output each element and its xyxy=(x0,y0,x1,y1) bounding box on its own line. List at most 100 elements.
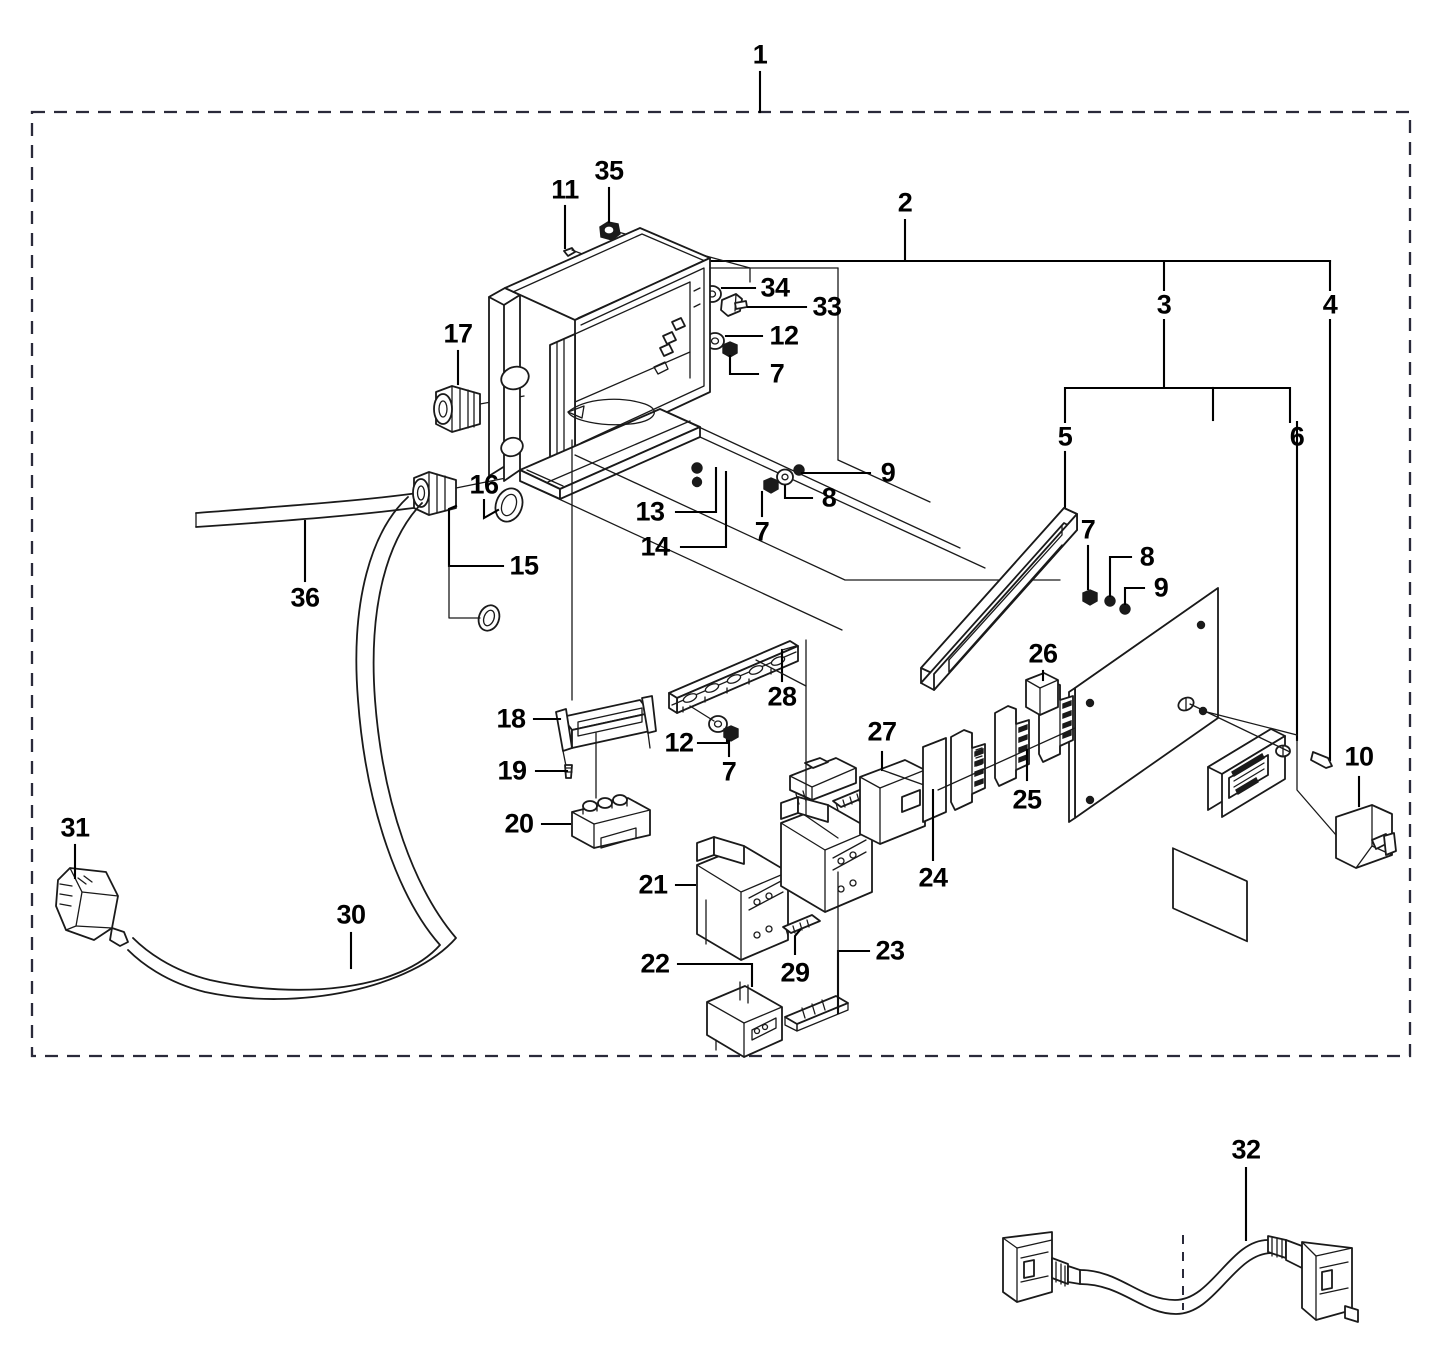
part-10-connector xyxy=(1335,804,1397,869)
assembly-boundary xyxy=(30,110,1412,1058)
part-17-gland-upper xyxy=(433,385,481,433)
callout-12-a: 12 xyxy=(769,320,799,351)
callout-11: 11 xyxy=(551,174,579,205)
callout-14: 14 xyxy=(640,531,670,562)
callout-21: 21 xyxy=(638,869,668,900)
callout-7-d: 7 xyxy=(721,756,737,787)
callout-35: 35 xyxy=(594,155,624,186)
part-15-ring xyxy=(477,604,501,632)
callout-6: 6 xyxy=(1289,421,1305,452)
callout-10: 10 xyxy=(1344,741,1374,772)
callout-9-a: 9 xyxy=(880,457,896,488)
part-7-nut-d xyxy=(723,725,739,742)
callout-2: 2 xyxy=(897,187,913,218)
callout-26: 26 xyxy=(1028,638,1058,669)
callout-8-a: 8 xyxy=(821,482,837,513)
part-7-nut-c xyxy=(1082,589,1098,606)
part-18-terminal-cover xyxy=(555,695,657,767)
callout-34: 34 xyxy=(760,272,790,303)
callout-7-b: 7 xyxy=(754,516,770,547)
callout-23: 23 xyxy=(875,935,905,966)
part-8-washer-b xyxy=(1104,595,1116,607)
part-31-plug xyxy=(55,867,129,947)
part-5-gasket-frame xyxy=(920,507,1078,691)
leader-8b xyxy=(1108,555,1133,598)
callout-32: 32 xyxy=(1231,1134,1261,1165)
part-10-pin xyxy=(1310,751,1333,769)
projection-line-d xyxy=(699,436,986,569)
leader-2 xyxy=(606,218,1332,263)
part-28-din-rail xyxy=(668,640,799,714)
part-9-lockwasher-b xyxy=(1119,603,1131,615)
callout-12-b: 12 xyxy=(664,727,694,758)
callout-17: 17 xyxy=(443,318,473,349)
callout-25: 25 xyxy=(1012,784,1042,815)
callout-20: 20 xyxy=(504,808,534,839)
leader-12b xyxy=(696,728,729,745)
leader-8a xyxy=(783,484,814,500)
callout-15: 15 xyxy=(509,550,539,581)
callout-31: 31 xyxy=(60,812,90,843)
callout-7-a: 7 xyxy=(769,358,785,389)
bracket-3-sub xyxy=(1063,386,1292,424)
callout-16: 16 xyxy=(469,469,499,500)
callout-29: 29 xyxy=(780,957,810,988)
part-6-mounting-plate xyxy=(1068,587,1219,823)
callout-27: 27 xyxy=(867,716,897,747)
terminal-alignment-axis xyxy=(937,727,1076,791)
callout-13: 13 xyxy=(635,496,665,527)
part-21-contactor xyxy=(696,836,789,961)
projection-line-f xyxy=(837,459,931,503)
leader-17-lower-to-body xyxy=(455,477,507,489)
part-35-capnut xyxy=(599,221,621,241)
part-22-aux-block xyxy=(706,981,783,1058)
callout-5: 5 xyxy=(1057,421,1073,452)
callout-22: 22 xyxy=(640,948,670,979)
leader-9b xyxy=(1123,586,1146,606)
part-7-nut-b xyxy=(763,477,779,494)
callout-33: 33 xyxy=(812,291,842,322)
callout-36: 36 xyxy=(290,582,320,613)
callout-7-c: 7 xyxy=(1080,514,1096,545)
part-32-assembly xyxy=(1002,1231,1359,1323)
part-7-nut-a xyxy=(722,341,738,358)
leader-15 xyxy=(447,504,505,568)
part-17-gland-lower xyxy=(412,471,457,516)
callout-24: 24 xyxy=(918,862,948,893)
part-19-screw xyxy=(564,764,573,779)
part-24-end-plate xyxy=(922,737,947,823)
leader-7a xyxy=(728,354,760,376)
part-30-cable-inner xyxy=(127,502,457,1000)
part-16-ring xyxy=(494,487,524,523)
faceplate-strip xyxy=(1172,728,1291,943)
faceplate-link-2 xyxy=(1202,710,1298,736)
projection-line-a xyxy=(574,454,1061,581)
callout-9-b: 9 xyxy=(1153,572,1169,603)
leader-13 xyxy=(674,466,718,514)
part-20-terminal-block xyxy=(571,794,651,849)
leader-29 xyxy=(793,928,802,956)
part-33-bolt xyxy=(720,293,748,317)
part-8-washer-a xyxy=(776,468,794,486)
part-23-module xyxy=(780,796,873,913)
part-36-cable-inner xyxy=(195,505,429,528)
callout-1: 1 xyxy=(752,39,768,70)
projection-line-c xyxy=(659,408,961,549)
part-30-cable-outer xyxy=(132,496,441,991)
enclosure-box xyxy=(488,227,711,500)
part-25-terminal-strip-2 xyxy=(994,705,1030,787)
leader-14 xyxy=(679,470,728,549)
callout-19: 19 xyxy=(497,755,527,786)
part-36-cable-outer xyxy=(195,491,426,514)
part-25-terminal-strip-1 xyxy=(950,729,986,811)
leader-15-to-ring xyxy=(448,565,481,619)
part-29-jumper-b xyxy=(782,914,821,937)
leader-16 xyxy=(482,498,500,520)
part-27-power-module xyxy=(859,759,926,845)
callout-8-b: 8 xyxy=(1139,541,1155,572)
callout-4: 4 xyxy=(1322,289,1338,320)
callout-30: 30 xyxy=(336,899,366,930)
callout-3: 3 xyxy=(1156,289,1172,320)
